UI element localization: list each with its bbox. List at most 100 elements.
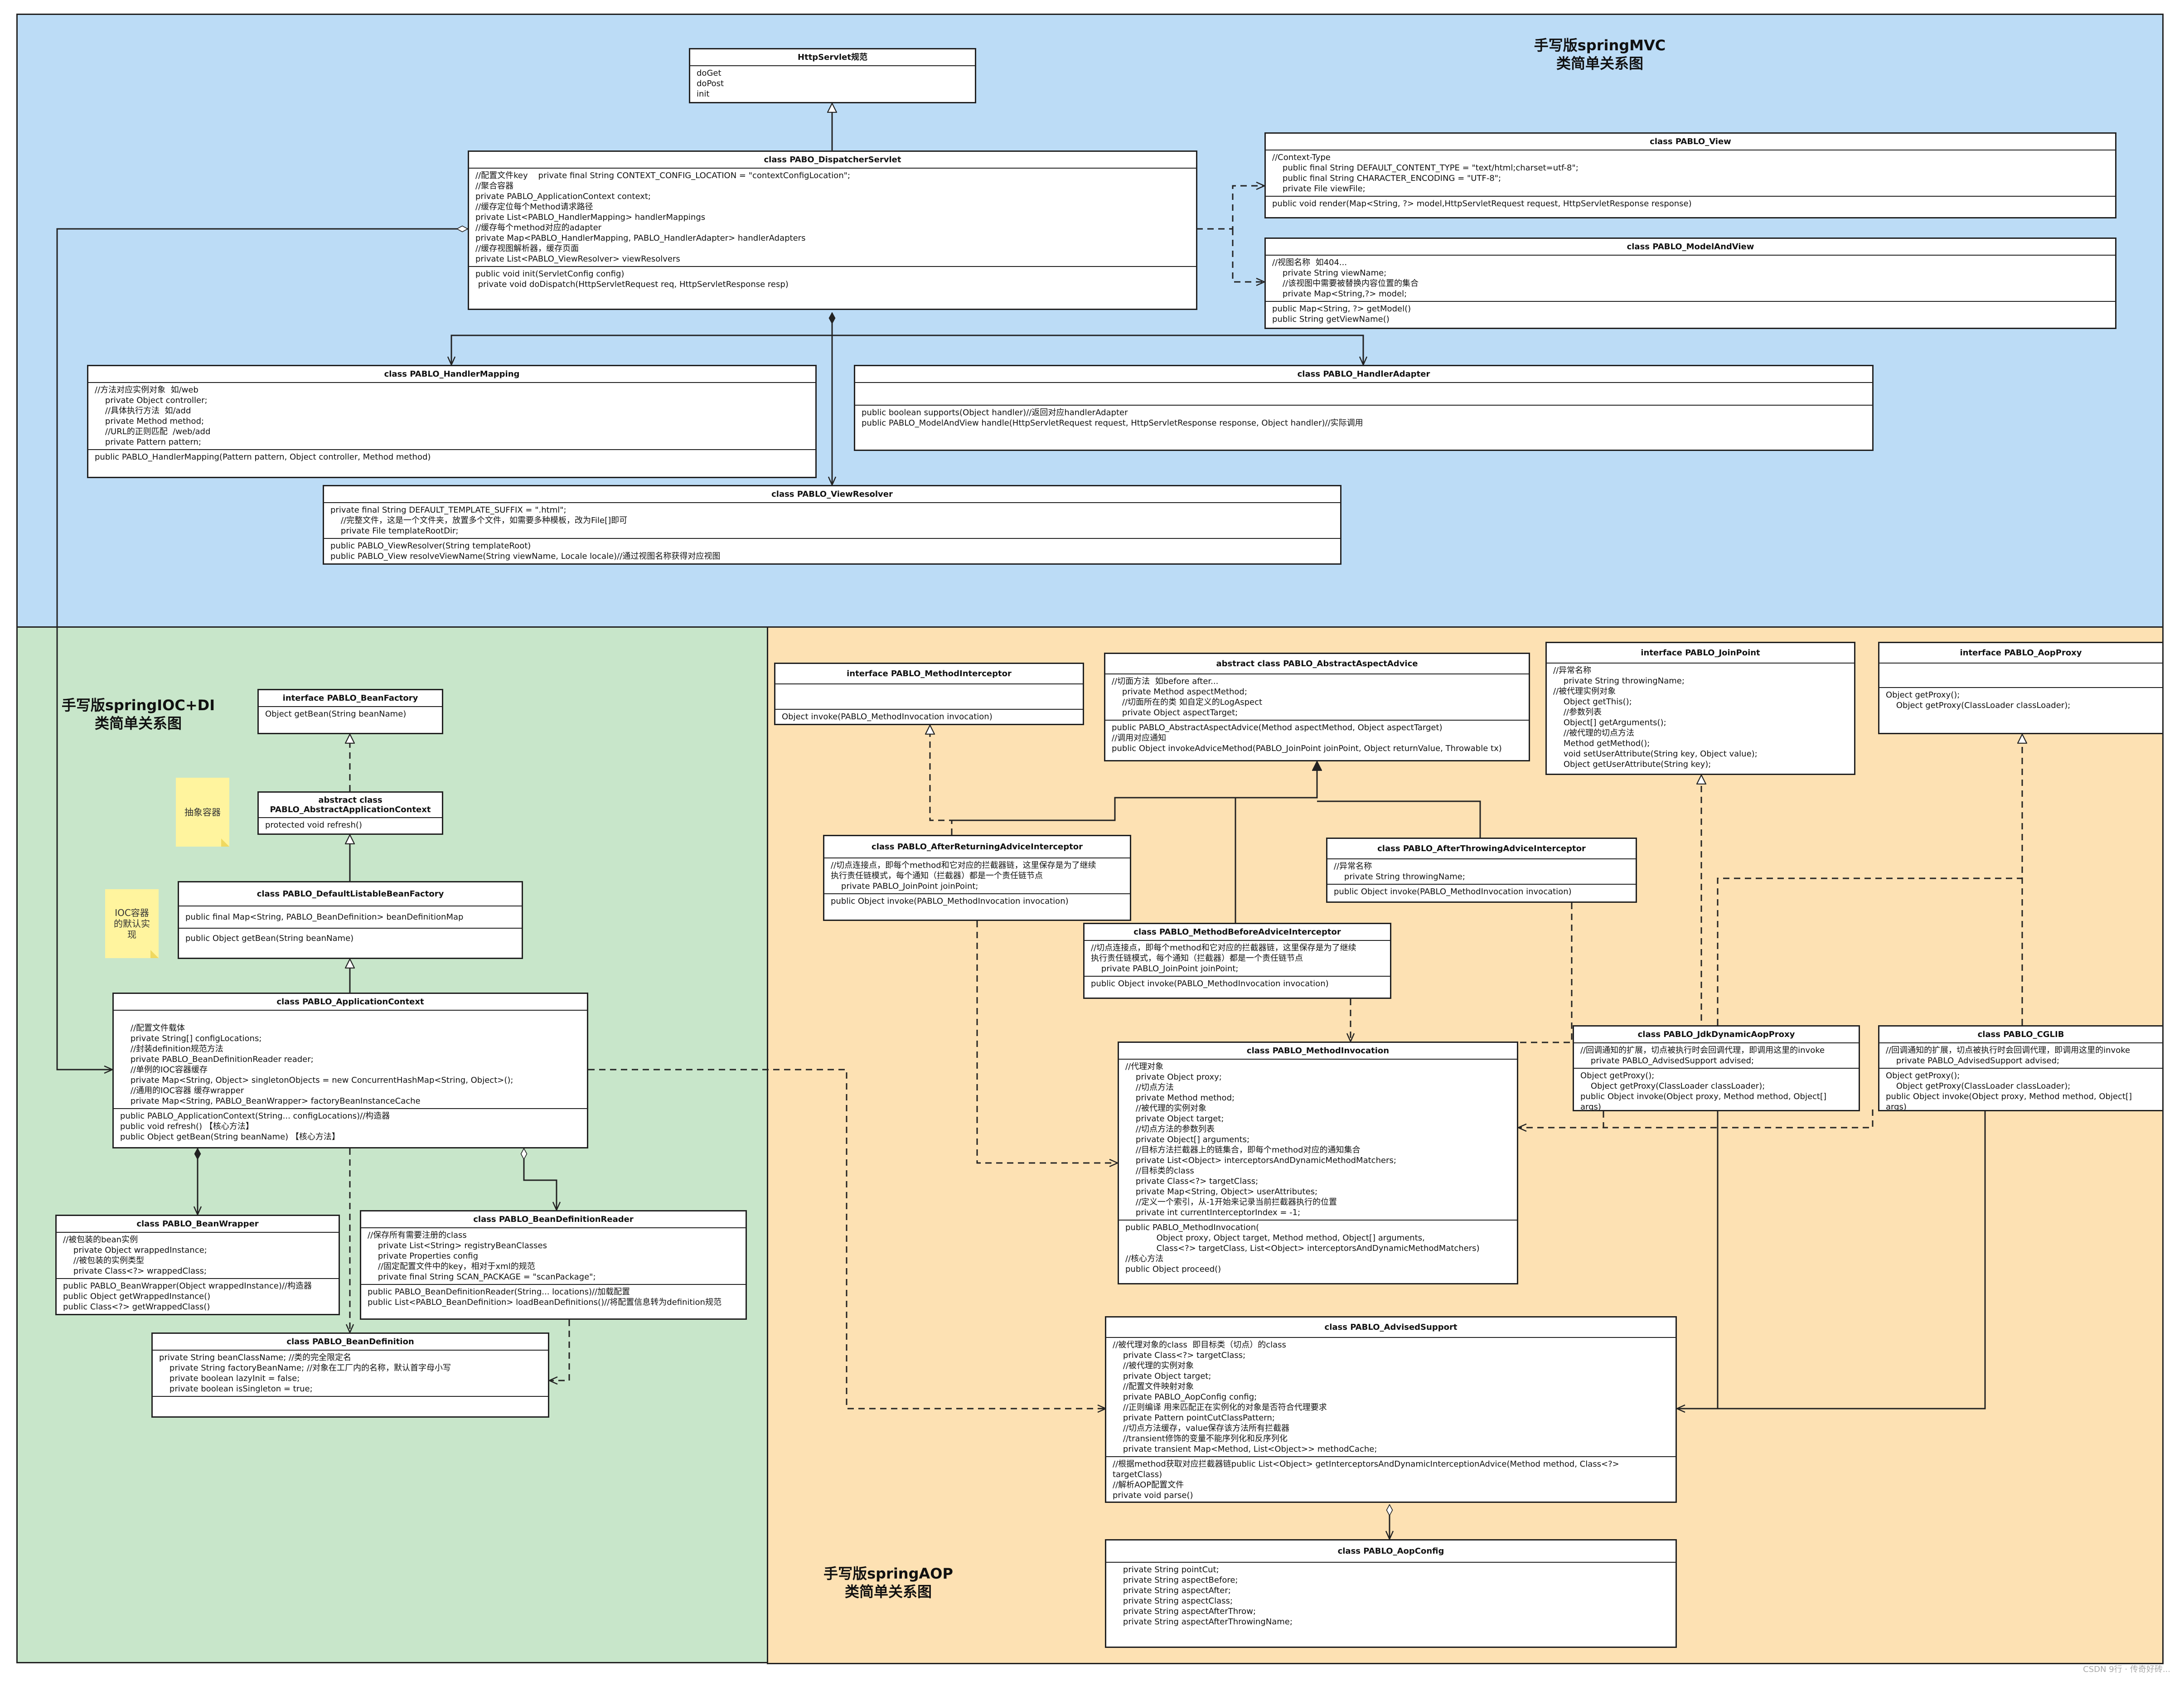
class-applicationcontext: class PABLO_ApplicationContext //配置文件载体 …	[112, 993, 588, 1148]
class-section: public PABLO_BeanDefinitionReader(String…	[361, 1285, 746, 1309]
class-line: doGet	[697, 68, 722, 78]
ioc-title-text: 手写版springIOC+DI 类简单关系图	[61, 697, 215, 732]
class-title: class PABLO_AdvisedSupport	[1106, 1318, 1676, 1338]
class-line: private Properties config	[368, 1251, 479, 1261]
class-line: private String aspectAfterThrowingName;	[1113, 1617, 1293, 1627]
class-line: public PABLO_BeanDefinitionReader(String…	[368, 1287, 630, 1297]
class-section: protected void refresh()	[259, 818, 442, 832]
class-line: public Object getBean(String beanName)	[185, 934, 354, 943]
class-line: //该视图中需要被替换内容位置的集合	[1272, 279, 1419, 288]
class-section: public Object invoke(PABLO_MethodInvocat…	[824, 894, 1130, 908]
watermark: CSDN 9行 · 传奇好砖...	[2083, 1665, 2170, 1674]
class-line: private PABLO_AdvisedSupport advised;	[1580, 1056, 1754, 1066]
class-section: Object getBean(String beanName)	[259, 707, 442, 721]
class-aopconfig: class PABLO_AopConfig private String poi…	[1105, 1539, 1677, 1648]
class-line: private File templateRootDir;	[330, 526, 459, 536]
class-line: public PABLO_ViewResolver(String templat…	[330, 541, 531, 551]
class-line: private Object[] arguments;	[1125, 1135, 1250, 1144]
class-line: //参数列表	[1553, 707, 1602, 717]
class-line: public final String DEFAULT_CONTENT_TYPE…	[1272, 163, 1579, 173]
class-viewresolver: class PABLO_ViewResolver private final S…	[323, 485, 1341, 565]
class-line: public Object invoke(PABLO_MethodInvocat…	[831, 896, 1069, 906]
class-title: class PABLO_ViewResolver	[324, 486, 1340, 503]
class-line: //完整文件，这是一个文件夹，放置多个文件，如需要多种模板，改为File[]即可	[330, 516, 628, 525]
class-line: //被代理实例对象	[1553, 687, 1616, 696]
class-line: private File viewFile;	[1272, 184, 1366, 194]
class-line: //聚合容器	[475, 181, 514, 191]
class-section	[855, 383, 1872, 406]
class-line: //配置文件key private final String CONTEXT_C…	[475, 171, 851, 180]
aop-title: 手写版springAOP 类简单关系图	[807, 1565, 970, 1601]
class-line: //配置文件载体	[120, 1023, 185, 1033]
class-line	[1886, 665, 2156, 676]
class-title: class PABLO_JdkDynamicAopProxy	[1574, 1027, 1859, 1043]
class-section: Object getProxy(); Object getProxy(Class…	[1879, 688, 2162, 712]
class-line: protected void refresh()	[265, 820, 362, 830]
class-section: public Object invoke(PABLO_MethodInvocat…	[1085, 977, 1390, 991]
class-line: public PABLO_AbstractAspectAdvice(Method…	[1112, 723, 1443, 732]
note-abstract-container: 抽象容器	[176, 778, 229, 847]
class-handlermapping: class PABLO_HandlerMapping //方法对应实例对象 如/…	[87, 365, 817, 478]
class-line: Object proxy, Object target, Method meth…	[1125, 1233, 1425, 1243]
class-section: //视图名称 如404... private String viewName; …	[1266, 256, 2115, 302]
class-line	[120, 1012, 581, 1023]
class-modelandview: class PABLO_ModelAndView //视图名称 如404... …	[1264, 237, 2116, 329]
class-section: //切点连接点，即每个method和它对应的拦截器链，这里保存是为了继续 执行责…	[1085, 941, 1390, 977]
class-line: private String factoryBeanName; //对象在工厂内…	[159, 1363, 451, 1373]
class-line: private String viewName;	[1272, 268, 1387, 278]
class-line: public Class<?> getWrappedClass()	[63, 1302, 210, 1312]
class-line: public Object invoke(Object proxy, Metho…	[1886, 1092, 2132, 1101]
class-httpservlet: HttpServlet规范 doGet doPost init	[689, 48, 976, 103]
class-line: //方法对应实例对象 如/web	[95, 385, 199, 395]
ioc-title: 手写版springIOC+DI 类简单关系图	[50, 696, 227, 732]
class-beanfactory: interface PABLO_BeanFactory Object getBe…	[257, 689, 443, 734]
class-line: private void doDispatch(HttpServletReque…	[475, 280, 789, 289]
class-line: private Method aspectMethod;	[1112, 687, 1247, 697]
class-line: //缓存视图解析器，缓存页面	[475, 244, 579, 253]
class-section: public void init(ServletConfig config) p…	[469, 267, 1196, 291]
class-line: private Method method;	[95, 417, 204, 426]
class-line: public Object invoke(PABLO_MethodInvocat…	[1334, 887, 1572, 896]
class-title: class PABLO_AfterThrowingAdviceIntercept…	[1327, 839, 1636, 859]
class-line: //切点连接点，即每个method和它对应的拦截器链，这里保存是为了继续	[1091, 943, 1356, 953]
class-methodbeforeadviceinterceptor: class PABLO_MethodBeforeAdviceIntercepto…	[1083, 923, 1391, 999]
class-section: //回调通知的扩展，切点被执行时会回调代理，即调用这里的invoke priva…	[1574, 1043, 1859, 1069]
class-line: Object getThis();	[1553, 697, 1632, 707]
class-line: private Class<?> wrappedClass;	[63, 1266, 207, 1276]
note-ioc-default-text: IOC容器 的默认实 现	[114, 907, 150, 940]
class-section: public PABLO_BeanWrapper(Object wrappedI…	[57, 1279, 339, 1314]
class-aopproxy: interface PABLO_AopProxy Object getProxy…	[1878, 642, 2164, 734]
class-line: Class<?> targetClass, List<Object> inter…	[1125, 1244, 1480, 1253]
class-line: //被包装的bean实例	[63, 1235, 138, 1245]
class-line: public PABLO_BeanWrapper(Object wrappedI…	[63, 1281, 312, 1291]
class-line: //切面所在的类 如自定义的LogAspect	[1112, 698, 1263, 707]
class-line: //transient修饰的变量不能序列化和反序列化	[1113, 1434, 1288, 1444]
class-line: private String throwingName;	[1553, 676, 1685, 686]
class-line: public boolean supports(Object handler)/…	[862, 408, 1128, 417]
class-section: public Map<String, ?> getModel() public …	[1266, 302, 2115, 326]
class-line	[862, 385, 1866, 395]
mvc-title-text: 手写版springMVC 类简单关系图	[1534, 37, 1666, 72]
class-line: Object getProxy();	[1886, 690, 1960, 700]
class-section: Object invoke(PABLO_MethodInvocation inv…	[775, 710, 1083, 724]
class-line: //目标方法拦截器上的链集合，即每个method对应的通知集合	[1125, 1145, 1361, 1155]
class-section: //根据method获取对应拦截器链public List<Object> ge…	[1106, 1457, 1676, 1502]
class-abstractapplicationcontext: abstract class PABLO_AbstractApplication…	[257, 791, 443, 835]
class-line: //切点连接点，即每个method和它对应的拦截器链，这里保存是为了继续	[831, 861, 1096, 870]
class-line: private String pointCut;	[1113, 1565, 1219, 1574]
class-line: //调用对应通知	[1112, 733, 1167, 743]
mvc-title: 手写版springMVC 类简单关系图	[1509, 36, 1690, 73]
class-line: //被代理的实例对象	[1125, 1104, 1207, 1113]
class-line: //配置文件映射对象	[1113, 1382, 1194, 1391]
class-abstractaspectadvice: abstract class PABLO_AbstractAspectAdvic…	[1104, 653, 1530, 761]
class-beandefinition: class PABLO_BeanDefinition private Strin…	[151, 1332, 549, 1418]
class-line: args)	[1580, 1102, 1601, 1111]
class-line: Object[] getArguments();	[1553, 718, 1666, 727]
class-line: private Map<String, Object> userAttribut…	[1125, 1187, 1318, 1197]
class-line: public Object invoke(Object proxy, Metho…	[1580, 1092, 1827, 1101]
class-afterreturningadviceinterceptor: class PABLO_AfterReturningAdviceIntercep…	[823, 835, 1131, 921]
class-line: Object getProxy();	[1886, 1071, 1960, 1080]
class-line: Object getProxy(ClassLoader classLoader)…	[1886, 1081, 2071, 1091]
class-line: //回调通知的扩展，切点被执行时会回调代理，即调用这里的invoke	[1580, 1046, 1825, 1055]
class-title: class PABLO_BeanWrapper	[57, 1216, 339, 1233]
